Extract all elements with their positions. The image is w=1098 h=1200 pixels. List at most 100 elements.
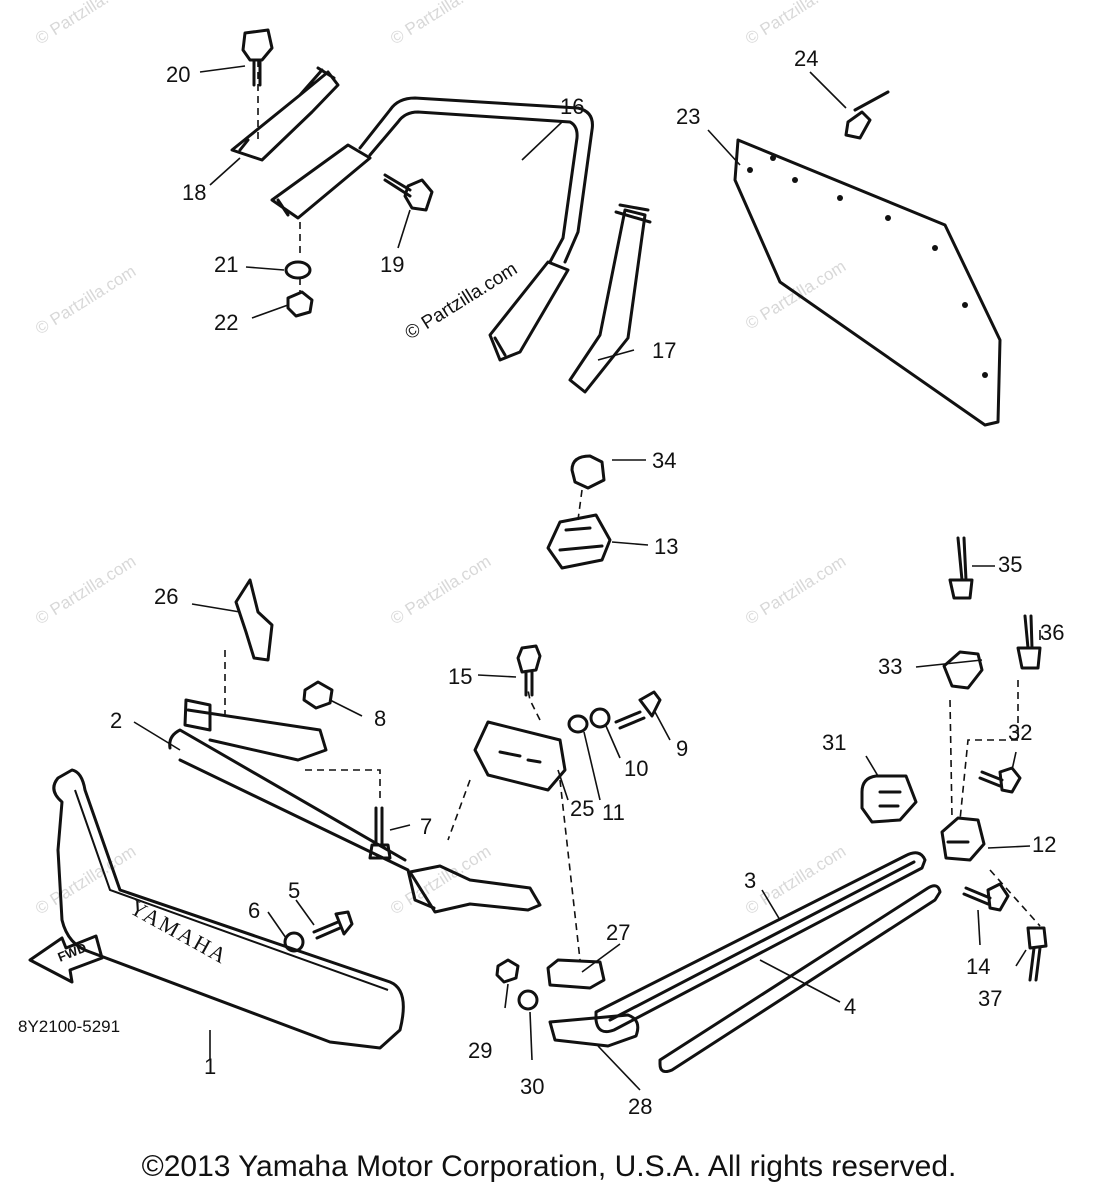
part-18-bracket xyxy=(230,66,340,162)
part-6-washer xyxy=(283,931,305,953)
part-28-end-cap xyxy=(548,1013,640,1048)
callout-33: 33 xyxy=(878,654,902,679)
part-20-bolt xyxy=(241,28,274,87)
callout-32: 32 xyxy=(1008,720,1032,745)
watermark: © Partzilla.com xyxy=(32,262,139,339)
part-22-nut xyxy=(286,290,314,318)
part-5-bolt xyxy=(312,910,354,940)
part-35-rivet xyxy=(948,536,974,600)
assembly-line xyxy=(257,60,301,292)
callout-35: 35 xyxy=(998,552,1022,577)
part-36-rivet xyxy=(1016,614,1042,670)
callout-5: 5 xyxy=(288,878,300,903)
part-16-end-left xyxy=(270,143,372,220)
watermark: © Partzilla.com xyxy=(32,842,139,919)
part-14-bolt xyxy=(962,882,1010,912)
callout-18: 18 xyxy=(182,180,206,205)
part-19-bolt xyxy=(383,173,434,212)
part-37-rivet xyxy=(1026,926,1048,982)
watermark: © Partzilla.com xyxy=(32,0,139,48)
bumper-assembly: YAMAHA FWD xyxy=(28,578,662,1050)
part-27-clip xyxy=(546,958,606,990)
grab-bar-assembly xyxy=(230,28,652,394)
watermark: © Partzilla.com xyxy=(742,842,849,919)
watermark: © Partzilla.com xyxy=(742,0,849,48)
callout-28: 28 xyxy=(628,1094,652,1119)
callout-4: 4 xyxy=(844,994,856,1019)
part-2-bracket-right xyxy=(408,864,542,914)
part-21-washer xyxy=(284,260,312,280)
part-26-bracket xyxy=(234,578,274,662)
part-2-frame xyxy=(168,698,436,910)
callouts: 1 2 3 4 5 6 7 8 9 10 11 12 13 14 15 16 1… xyxy=(110,46,1064,1119)
callout-9: 9 xyxy=(676,736,688,761)
callout-8: 8 xyxy=(374,706,386,731)
part-11-washer xyxy=(567,714,589,734)
part-30-washer xyxy=(517,989,539,1011)
watermark: © Partzilla.com xyxy=(32,552,139,629)
part-4-rail xyxy=(658,884,942,1073)
part-7-bolt xyxy=(368,806,392,860)
callout-16: 16 xyxy=(560,94,584,119)
callout-14: 14 xyxy=(966,954,990,979)
part-24-rivet xyxy=(844,90,890,140)
part-29-nut xyxy=(495,958,520,984)
watermarks: © Partzilla.com © Partzilla.com © Partzi… xyxy=(32,0,849,918)
callout-30: 30 xyxy=(520,1074,544,1099)
part-12-bracket xyxy=(940,816,986,862)
part-32-bolt xyxy=(978,766,1022,794)
part-17-bracket xyxy=(568,203,652,394)
callout-19: 19 xyxy=(380,252,404,277)
part-13-bracket xyxy=(546,513,612,570)
part-9-bolt xyxy=(614,690,662,730)
callout-25: 25 xyxy=(570,796,594,821)
callout-37: 37 xyxy=(978,986,1002,1011)
bumper-emboss: YAMAHA xyxy=(126,895,233,969)
part-8-nut xyxy=(302,680,334,710)
callout-34: 34 xyxy=(652,448,676,473)
callout-29: 29 xyxy=(468,1038,492,1063)
callout-27: 27 xyxy=(606,920,630,945)
part-23-plate xyxy=(733,138,1002,427)
part-31-bracket xyxy=(860,774,918,824)
callout-2: 2 xyxy=(110,708,122,733)
part-1-bumper xyxy=(52,768,405,1050)
copyright-footer: ©2013 Yamaha Motor Corporation, U.S.A. A… xyxy=(141,1150,957,1183)
callout-6: 6 xyxy=(248,898,260,923)
leader-lines xyxy=(133,65,1041,1091)
part-10-washer xyxy=(589,707,611,729)
part-16-grab-bar xyxy=(358,96,594,264)
parts-diagram: © Partzilla.com © Partzilla.com © Partzi… xyxy=(18,0,1064,1119)
callout-15: 15 xyxy=(448,664,472,689)
part-34-clip xyxy=(570,454,606,490)
callout-22: 22 xyxy=(214,310,238,335)
callout-26: 26 xyxy=(154,584,178,609)
callout-13: 13 xyxy=(654,534,678,559)
clip-group xyxy=(546,454,612,570)
watermark-center: © Partzilla.com xyxy=(402,259,522,345)
side-bumper-group xyxy=(594,536,1048,1073)
callout-1: 1 xyxy=(204,1054,216,1079)
callout-17: 17 xyxy=(652,338,676,363)
watermark: © Partzilla.com xyxy=(742,552,849,629)
part-25-bracket xyxy=(473,720,567,792)
callout-24: 24 xyxy=(794,46,818,71)
part-3-rail xyxy=(594,851,927,1034)
callout-3: 3 xyxy=(744,868,756,893)
callout-20: 20 xyxy=(166,62,190,87)
part-16-end-right xyxy=(488,260,570,362)
callout-23: 23 xyxy=(676,104,700,129)
callout-31: 31 xyxy=(822,730,846,755)
watermark: © Partzilla.com xyxy=(387,552,494,629)
callout-11: 11 xyxy=(602,800,625,825)
callout-21: 21 xyxy=(214,252,238,277)
diagram-code: 8Y2100-5291 xyxy=(18,1017,120,1036)
part-33-nut xyxy=(942,650,984,690)
part-15-bolt xyxy=(516,644,542,697)
fwd-arrow xyxy=(28,934,104,984)
watermark: © Partzilla.com xyxy=(742,257,849,334)
callout-12: 12 xyxy=(1032,832,1056,857)
callout-10: 10 xyxy=(624,756,648,781)
callout-7: 7 xyxy=(420,814,432,839)
license-plate-group xyxy=(733,90,1002,427)
